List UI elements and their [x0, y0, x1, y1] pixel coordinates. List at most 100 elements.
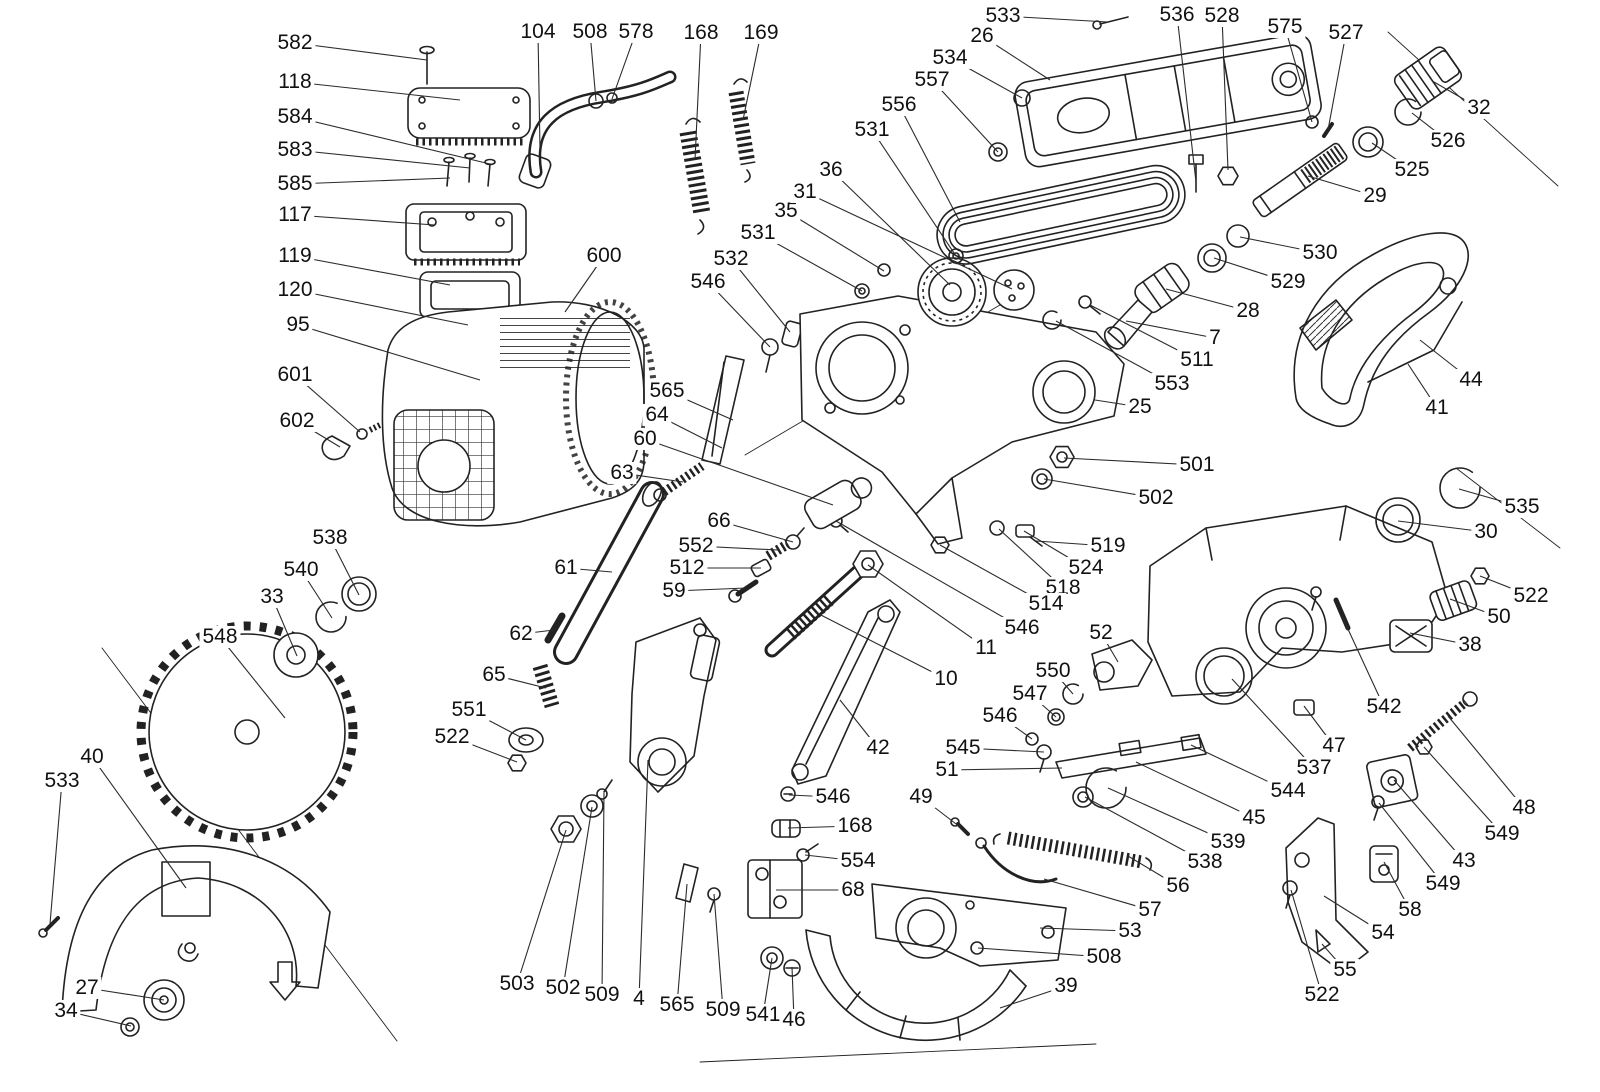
- leader-line-47-79: [1303, 705, 1335, 747]
- saw-blade: [136, 576, 377, 843]
- leader-line-4-116: [638, 759, 649, 1000]
- leader-line-119-6: [294, 255, 451, 286]
- leader-line-583-3: [294, 149, 471, 169]
- leader-line-44-44: [1419, 339, 1472, 381]
- leader-line-40-109: [91, 756, 187, 889]
- leader-line-42-91: [839, 699, 879, 749]
- arm-fasteners: [829, 445, 1075, 554]
- leader-line-578-13: [611, 31, 637, 100]
- leader-line-550-85: [1052, 670, 1074, 695]
- leader-line-117-5: [294, 214, 436, 226]
- leader-line-540-60: [300, 569, 333, 619]
- leader-line-52-72: [1100, 632, 1119, 663]
- lower-guard: [805, 883, 1067, 1042]
- leader-line-509-118: [713, 893, 724, 1011]
- leader-line-556-24: [898, 104, 961, 223]
- leader-line-45-82: [1135, 761, 1255, 819]
- leader-line-55-107: [1321, 943, 1346, 971]
- link-arm: [791, 599, 901, 785]
- leader-line-59-53: [673, 587, 747, 592]
- leader-line-63-49: [621, 472, 684, 483]
- leader-line-565-117: [676, 883, 688, 1006]
- leader-line-539-83: [1107, 787, 1229, 843]
- leader-line-38-77: [1409, 632, 1471, 646]
- leader-line-546-17: [707, 281, 771, 348]
- leader-line-557-25: [931, 79, 999, 153]
- leader-line-26-27: [981, 35, 1051, 81]
- leader-line-66-50: [718, 520, 794, 543]
- leader-line-582-0: [294, 42, 428, 61]
- leader-line-41-45: [1407, 363, 1438, 409]
- leader-line-535-73: [1458, 488, 1523, 508]
- main-handle: [1293, 232, 1469, 428]
- leader-line-518-67: [998, 528, 1064, 589]
- leader-line-522-75: [1479, 575, 1532, 597]
- leader-line-168-93: [787, 825, 856, 829]
- leader-line-508-12: [589, 31, 597, 102]
- leader-line-503-113: [516, 829, 567, 985]
- leader-line-538-59: [329, 537, 360, 596]
- leader-line-35-20: [785, 210, 885, 272]
- leader-line-526-34: [1411, 112, 1449, 142]
- leader-line-532-18: [730, 258, 791, 333]
- leader-line-529-38: [1213, 257, 1289, 283]
- leader-line-502-114: [562, 806, 593, 989]
- return-spring-cable: [975, 831, 1153, 884]
- leader-line-501-63: [1063, 457, 1198, 466]
- leader-line-553-42: [1055, 320, 1173, 385]
- main-arm: [799, 295, 1125, 545]
- leader-line-524-66: [1023, 530, 1087, 569]
- leader-line-48-101: [1447, 715, 1525, 809]
- pivot-strip: [701, 263, 891, 465]
- belt-cover: [988, 16, 1334, 193]
- leader-line-552-51: [695, 545, 779, 551]
- leader-line-49-90: [920, 796, 961, 828]
- leader-line-549-104: [1378, 802, 1444, 885]
- leader-line-548-62: [219, 636, 286, 719]
- leader-line-537-80: [1231, 678, 1315, 769]
- leader-line-64-47: [656, 414, 723, 449]
- handle-tube: [518, 70, 677, 189]
- leader-line-531-19: [757, 232, 863, 292]
- leader-line-56-96: [1127, 855, 1179, 887]
- leader-line-508-99: [977, 947, 1105, 958]
- leader-line-530-37: [1239, 236, 1321, 254]
- right-brackets: [1282, 691, 1478, 973]
- leader-line-50-76: [1449, 598, 1500, 618]
- leader-line-57-97: [1043, 878, 1151, 911]
- tension-springs: [679, 78, 756, 235]
- leader-line-519-65: [1035, 540, 1109, 547]
- spindle-parts: [1103, 46, 1463, 350]
- leader-line-549-102: [1423, 746, 1503, 835]
- guard-bracket: [747, 786, 819, 919]
- leader-line-511-41: [1089, 304, 1198, 361]
- leader-line-58-105: [1383, 861, 1411, 911]
- leader-line-33-61: [271, 596, 298, 657]
- leader-line-542-78: [1340, 613, 1385, 708]
- pulley-set: [917, 248, 1101, 330]
- leader-line-60-48: [644, 438, 834, 506]
- leader-line-531-23: [871, 129, 957, 257]
- leader-line-533-110: [49, 780, 63, 925]
- leader-line-575-31: [1284, 26, 1313, 123]
- leader-line-525-35: [1371, 142, 1413, 171]
- leader-line-528-30: [1221, 15, 1229, 171]
- turn-base: [1091, 467, 1490, 716]
- leader-line-65-56: [493, 674, 547, 689]
- bevel-knob: [321, 421, 384, 461]
- leader-line-30-74: [1397, 520, 1487, 533]
- leader-line-509-115: [601, 792, 605, 996]
- leader-line-32-33: [1433, 81, 1480, 109]
- leader-line-514-68: [939, 544, 1047, 605]
- leader-line-534-26: [949, 57, 1023, 99]
- leader-line-536-29: [1176, 14, 1197, 183]
- leader-line-120-7: [294, 289, 469, 326]
- leader-line-533-28: [1002, 15, 1109, 23]
- leader-line-46-120: [791, 966, 795, 1021]
- leader-line-602-10: [296, 420, 341, 448]
- leader-line-7-40: [1125, 320, 1216, 339]
- leader-line-62-55: [520, 629, 555, 635]
- upper-blade-guard: [38, 845, 331, 1037]
